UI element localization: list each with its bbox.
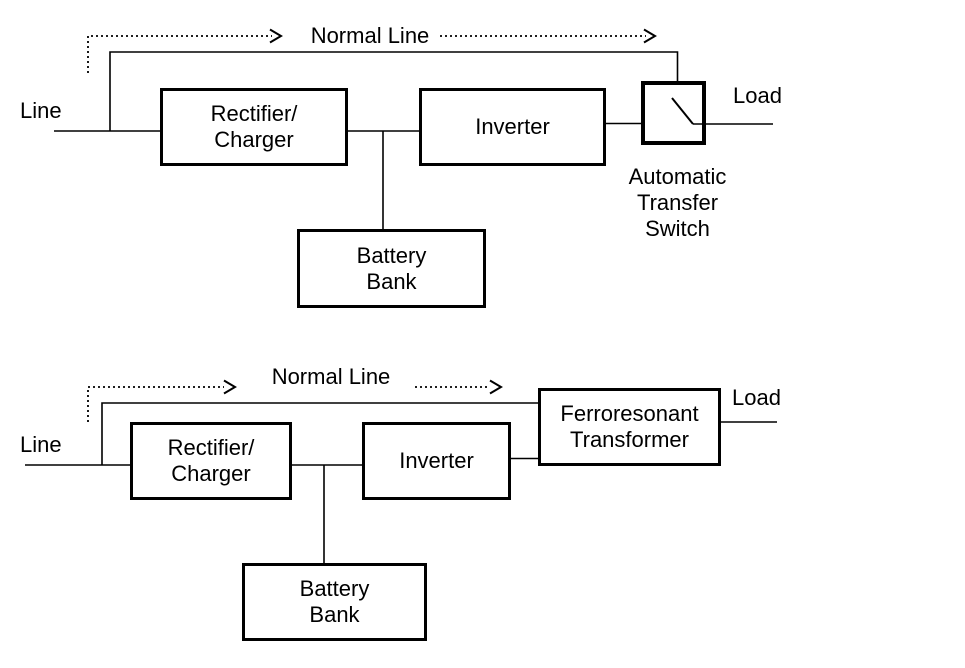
bottom-load-label: Load (732, 385, 781, 410)
automatic-transfer-switch-box (641, 81, 706, 145)
top-normal-dotted-arrow-left (87, 35, 272, 73)
bottom-inverter-box: Inverter (362, 422, 511, 500)
top-dotted-chevron-left-icon (269, 28, 283, 44)
top-normal-line-label: Normal Line (310, 23, 430, 48)
ferroresonant-transformer-box: Ferroresonant Transformer (538, 388, 721, 466)
top-rectifier-charger-box: Rectifier/ Charger (160, 88, 348, 166)
bottom-diagram-wiring (25, 379, 777, 563)
top-load-label: Load (733, 83, 782, 108)
top-bypass-wire (109, 51, 679, 131)
bottom-normal-dotted-arrow-left (87, 386, 224, 422)
top-diagram-wiring (54, 28, 773, 229)
bottom-normal-line-label: Normal Line (271, 364, 391, 389)
bottom-bypass-wire (101, 402, 538, 465)
bottom-line-label: Line (20, 432, 62, 457)
bottom-dotted-chevron-right-icon (489, 379, 503, 395)
top-line-label: Line (20, 98, 62, 123)
bottom-rectifier-charger-box: Rectifier/ Charger (130, 422, 292, 500)
transfer-switch-blade (671, 97, 694, 125)
top-inverter-box: Inverter (419, 88, 606, 166)
bottom-battery-bank-box: Battery Bank (242, 563, 427, 641)
top-battery-bank-box: Battery Bank (297, 229, 486, 308)
automatic-transfer-switch-label: Automatic Transfer Switch (628, 164, 727, 241)
top-dotted-chevron-right-icon (643, 28, 657, 44)
bottom-dotted-chevron-left-icon (223, 379, 237, 395)
